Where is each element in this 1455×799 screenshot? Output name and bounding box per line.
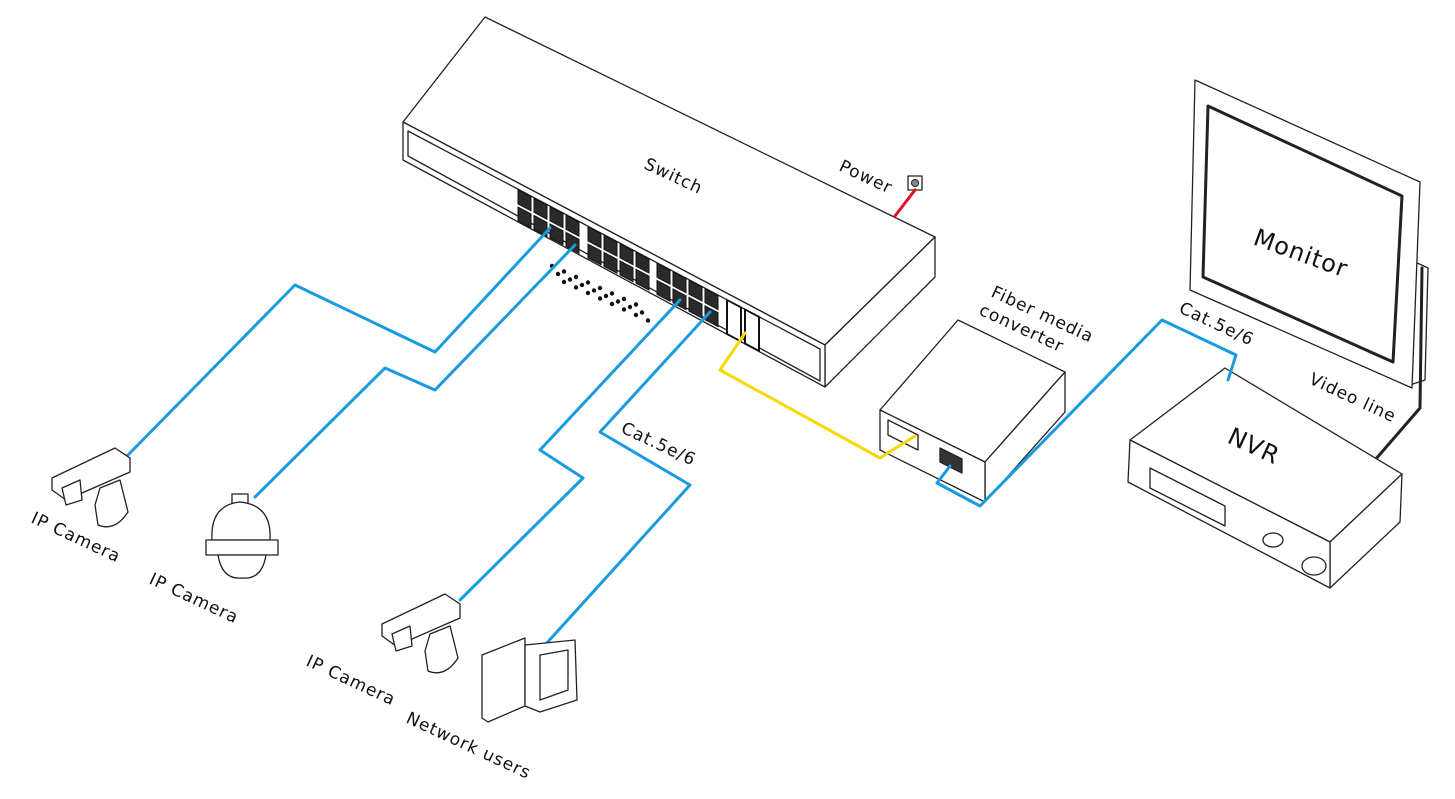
ethernet-port (565, 231, 580, 254)
power-label: Power (836, 156, 896, 198)
led-dot (597, 296, 603, 301)
led-dots (549, 263, 651, 323)
ethernet-port (549, 223, 564, 246)
cable-network-users (543, 310, 712, 647)
ethernet-port (619, 260, 634, 283)
ethernet-port (704, 287, 719, 311)
sfp-port (744, 307, 760, 353)
camera3-label: IP Camera (303, 651, 399, 710)
led-dot (603, 293, 609, 299)
ethernet-port (672, 271, 687, 294)
monitor: Monitor (1189, 79, 1429, 389)
sfp-port (726, 298, 742, 343)
ip-camera-2: IP Camera (146, 493, 279, 628)
led-dot (621, 296, 627, 302)
ethernet-port (619, 243, 634, 266)
led-dot (621, 307, 627, 312)
led-dot (615, 299, 621, 304)
led-dot (597, 285, 603, 291)
cable-camera2 (253, 243, 577, 499)
ip-camera-3: IP Camera (303, 593, 461, 710)
cable-camera1 (126, 226, 552, 457)
ethernet-port (549, 206, 564, 229)
ethernet-port (517, 189, 532, 212)
video-line-label: Video line (1306, 369, 1399, 427)
ethernet-port (517, 206, 532, 229)
ethernet-port (688, 279, 703, 302)
cable-camera3 (458, 298, 682, 602)
led-dot (561, 279, 567, 285)
ethernet-port (688, 296, 703, 319)
ethernet-port (656, 279, 671, 303)
led-dot (555, 271, 561, 277)
led-dot (633, 302, 639, 307)
ip-camera-1: IP Camera (28, 447, 131, 567)
ethernet-port (587, 226, 602, 249)
switch-ports (517, 189, 760, 353)
ethernet-port (635, 251, 650, 274)
cable-converter-nvr (935, 318, 1238, 508)
ethernet-port (656, 262, 671, 286)
power-cable (893, 188, 917, 218)
ethernet-port (603, 251, 618, 275)
led-dot (573, 285, 579, 290)
nvr: NVR (1127, 367, 1403, 589)
camera2-label: IP Camera (146, 569, 242, 628)
ethernet-port (603, 234, 618, 258)
led-dot (639, 310, 645, 315)
network-users-label: Network users (403, 708, 534, 783)
led-dot (573, 274, 579, 280)
led-dot (627, 304, 633, 310)
cat-label-center: Cat.5e/6 (618, 418, 699, 470)
led-dot (609, 291, 615, 296)
fiber-cable (718, 331, 917, 460)
fiber-media-converter: Fiber media converter (879, 282, 1097, 503)
led-dot (585, 290, 591, 296)
video-line-cable (1373, 266, 1424, 462)
led-dot (645, 318, 651, 323)
led-dot (591, 288, 597, 293)
ethernet-port (565, 214, 580, 237)
led-dot (585, 280, 591, 285)
led-dot (633, 312, 639, 318)
switch: Switch Power (402, 16, 936, 388)
ethernet-port (587, 243, 602, 266)
ethernet-port (533, 197, 548, 221)
ethernet-port (635, 268, 650, 291)
ethernet-port (704, 304, 719, 328)
led-dot (579, 282, 585, 288)
led-dot (609, 301, 615, 307)
led-dot (561, 269, 567, 274)
led-dot (567, 277, 573, 282)
